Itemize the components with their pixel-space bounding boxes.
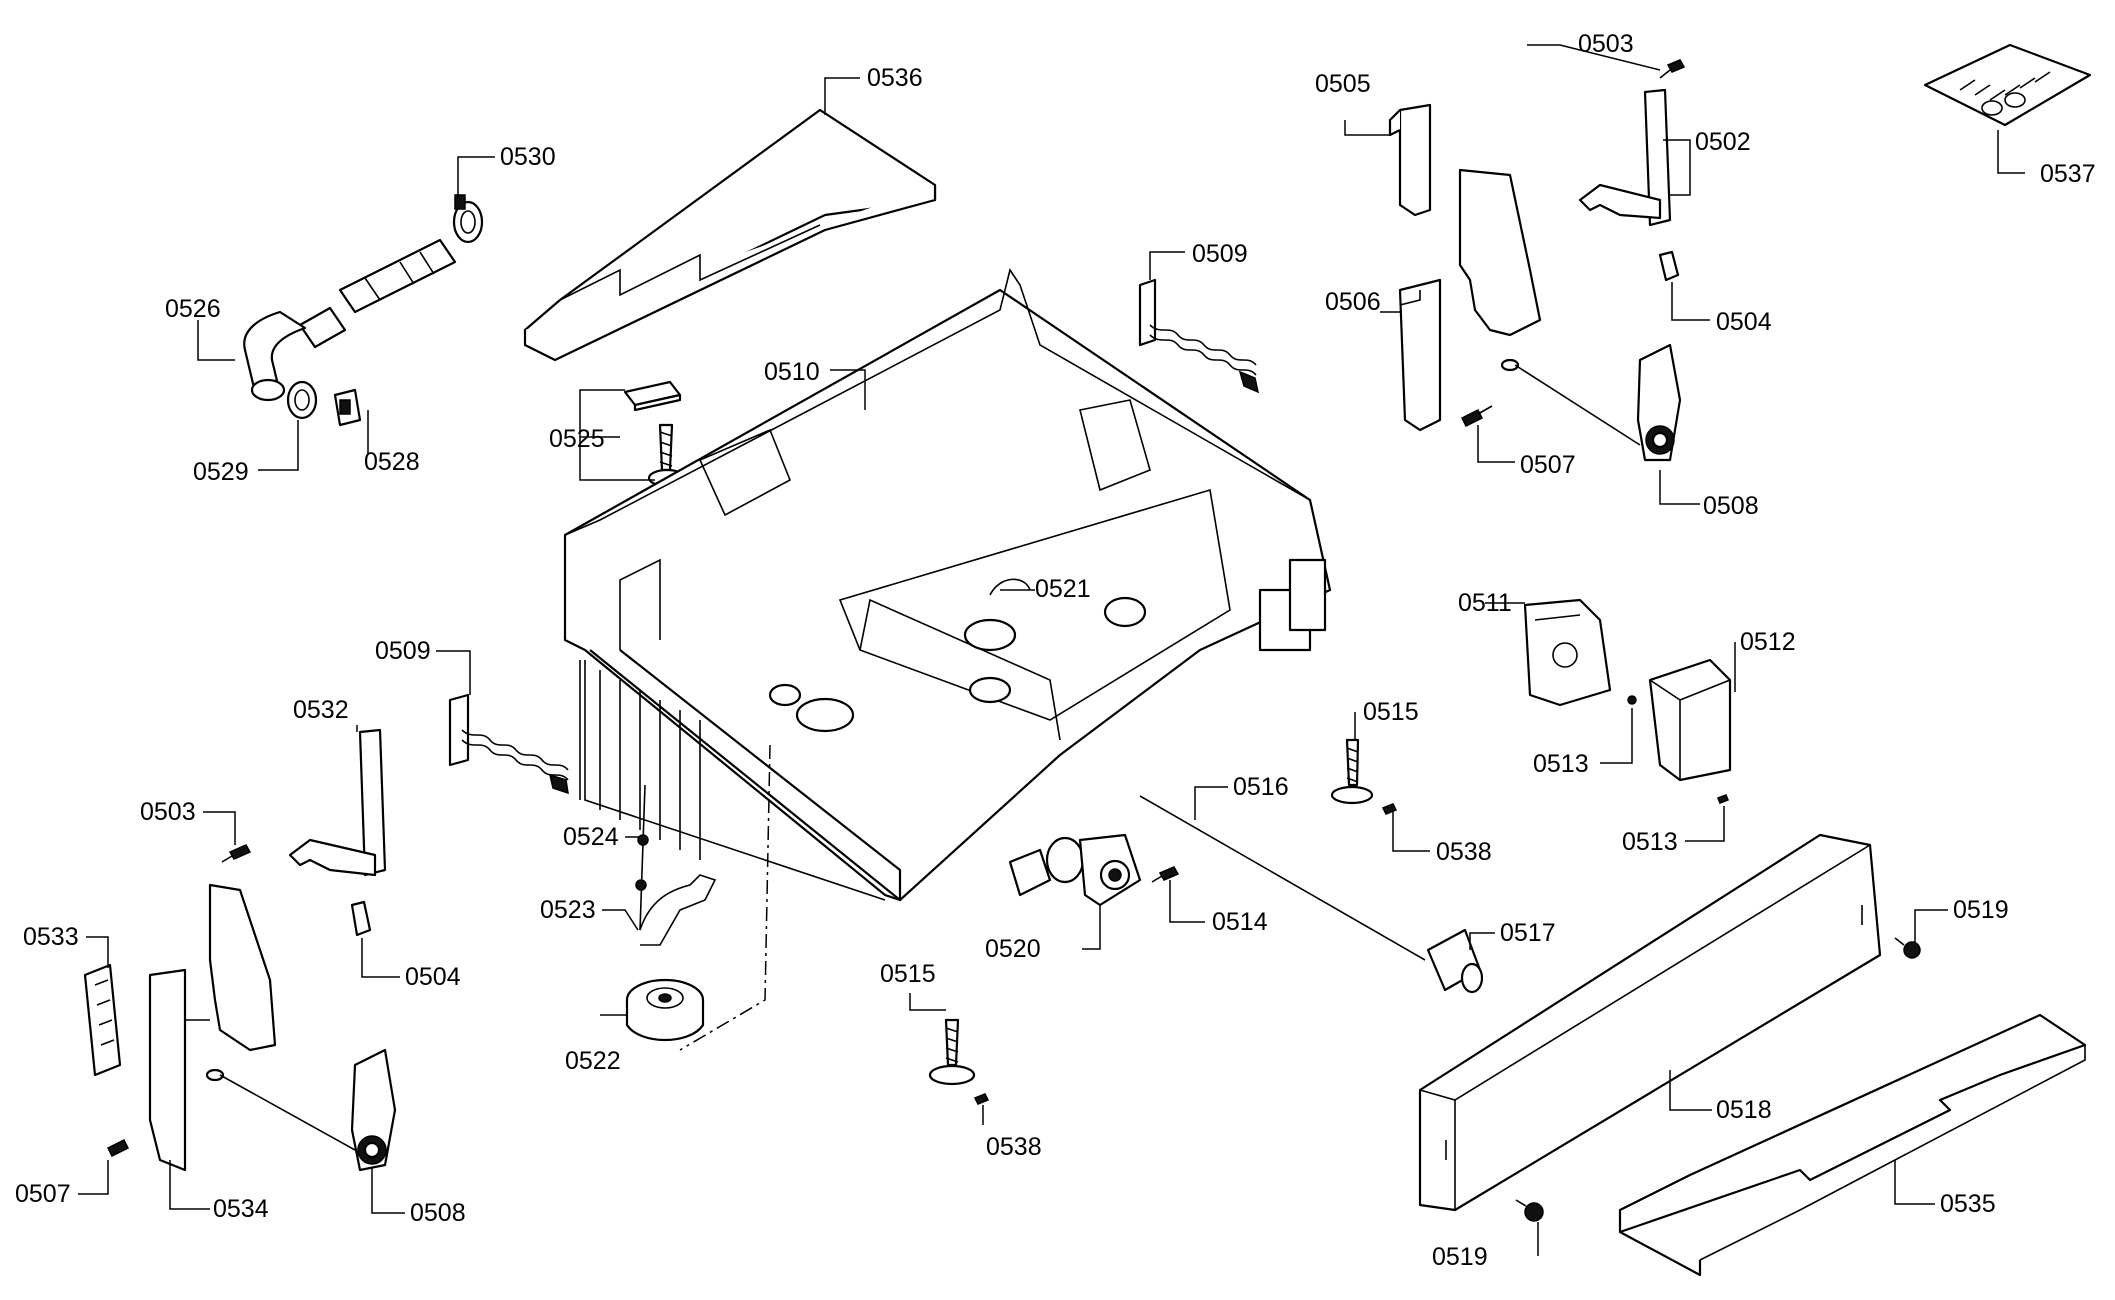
part-0503-screw-left xyxy=(221,844,252,863)
label-0525: 0525 xyxy=(549,425,605,453)
label-0505: 0505 xyxy=(1315,70,1371,98)
label-0504-top: 0504 xyxy=(1716,308,1772,336)
label-0512: 0512 xyxy=(1740,628,1796,656)
label-0518: 0518 xyxy=(1716,1096,1772,1124)
part-0510-base xyxy=(563,268,1332,902)
label-0535: 0535 xyxy=(1940,1190,1996,1218)
part-0537-parts-bag xyxy=(1923,43,2092,127)
part-0508-float-switch-top xyxy=(1500,343,1682,462)
part-0504-clip-top xyxy=(1658,250,1680,282)
part-labels: 0536 0530 0526 0529 0528 0525 0510 0509 … xyxy=(15,30,2096,1271)
label-0534: 0534 xyxy=(213,1195,269,1223)
label-0516: 0516 xyxy=(1233,773,1289,801)
label-0508-top: 0508 xyxy=(1703,492,1759,520)
part-0519-screw-right xyxy=(1894,937,1921,959)
label-0536: 0536 xyxy=(867,64,923,92)
label-0515-bottom: 0515 xyxy=(880,960,936,988)
part-0505-bracket xyxy=(1388,103,1432,217)
part-0513-screw-a xyxy=(1627,695,1637,705)
part-0515-foot-top xyxy=(1330,738,1374,805)
part-0506-bracket xyxy=(1398,168,1542,432)
leader-lines xyxy=(78,44,2025,1256)
part-0512-cover xyxy=(1648,658,1732,782)
assembly-line-sump xyxy=(679,744,771,1051)
label-0520: 0520 xyxy=(985,935,1041,963)
label-0533: 0533 xyxy=(23,923,79,951)
label-0506: 0506 xyxy=(1325,288,1381,316)
label-0529: 0529 xyxy=(193,458,249,486)
label-0526: 0526 xyxy=(165,295,221,323)
part-0533-cover xyxy=(83,963,122,1077)
label-0513-b: 0513 xyxy=(1622,828,1678,856)
part-0504-clip-left xyxy=(350,900,372,937)
part-0511-bracket xyxy=(1523,598,1612,707)
part-0509-spring-top xyxy=(1138,278,1260,394)
label-0522: 0522 xyxy=(565,1047,621,1075)
label-0524: 0524 xyxy=(563,823,619,851)
part-0535-strip xyxy=(1618,1013,2087,1277)
part-0513-screw-b xyxy=(1717,794,1729,804)
part-0503-screw-top xyxy=(1659,59,1686,79)
label-0503-top: 0503 xyxy=(1578,30,1634,58)
part-0516-rod xyxy=(1139,795,1426,961)
label-0504-left: 0504 xyxy=(405,963,461,991)
label-0510: 0510 xyxy=(764,358,820,386)
part-0536-insulation-pad xyxy=(523,108,937,362)
part-0519-screw-bottom xyxy=(1515,1199,1544,1222)
label-0509-left: 0509 xyxy=(375,637,431,665)
part-0534-bracket xyxy=(148,883,277,1172)
part-0518-toe-panel xyxy=(1418,833,1882,1212)
label-0503-left: 0503 xyxy=(140,798,196,826)
label-0538-bottom: 0538 xyxy=(986,1133,1042,1161)
part-0522-sump-cap xyxy=(625,978,705,1042)
label-0538-top: 0538 xyxy=(1436,838,1492,866)
label-0507-top: 0507 xyxy=(1520,451,1576,479)
label-0507-left: 0507 xyxy=(15,1180,71,1208)
part-0507-screw-top xyxy=(1460,405,1493,428)
label-0511: 0511 xyxy=(1458,589,1512,617)
part-0538-screw-bottom xyxy=(973,1093,990,1105)
part-0526-drain-hose xyxy=(243,238,457,402)
label-0537: 0537 xyxy=(2040,160,2096,188)
part-0538-screw-top xyxy=(1381,803,1398,815)
label-0513-a: 0513 xyxy=(1533,750,1589,778)
part-0525-foot xyxy=(623,380,687,488)
label-0519-right: 0519 xyxy=(1953,896,2009,924)
part-0524-sensor-rod xyxy=(635,784,649,931)
label-0514: 0514 xyxy=(1212,908,1268,936)
label-0502: 0502 xyxy=(1695,128,1751,156)
part-0502-bracket xyxy=(1578,88,1672,227)
part-0520-inlet-valve xyxy=(1008,833,1142,907)
label-0509-top: 0509 xyxy=(1192,240,1248,268)
label-0528: 0528 xyxy=(364,448,420,476)
part-0521-valve xyxy=(989,578,1031,596)
part-0514-screw xyxy=(1151,866,1180,883)
part-0507-screw-left xyxy=(106,1138,130,1158)
label-0530: 0530 xyxy=(500,143,556,171)
part-0529-hose-clamp xyxy=(286,380,318,420)
label-0523: 0523 xyxy=(540,896,596,924)
label-0521: 0521 xyxy=(1035,575,1091,603)
label-0532: 0532 xyxy=(293,696,349,724)
part-0523-sensor-wire xyxy=(639,874,717,946)
label-0515-top: 0515 xyxy=(1363,698,1419,726)
label-0508-left: 0508 xyxy=(410,1199,466,1227)
label-0517: 0517 xyxy=(1500,919,1556,947)
part-0509-spring-left xyxy=(448,693,569,795)
part-0528-clip xyxy=(333,388,362,427)
label-0519-bottom: 0519 xyxy=(1432,1243,1488,1271)
part-0530-hose-clamp xyxy=(452,194,484,244)
part-0532-bracket xyxy=(288,728,387,877)
part-0508-float-switch-left xyxy=(205,1048,397,1172)
part-0515-foot-bottom xyxy=(928,1018,976,1086)
part-0517-plug xyxy=(1426,928,1484,994)
